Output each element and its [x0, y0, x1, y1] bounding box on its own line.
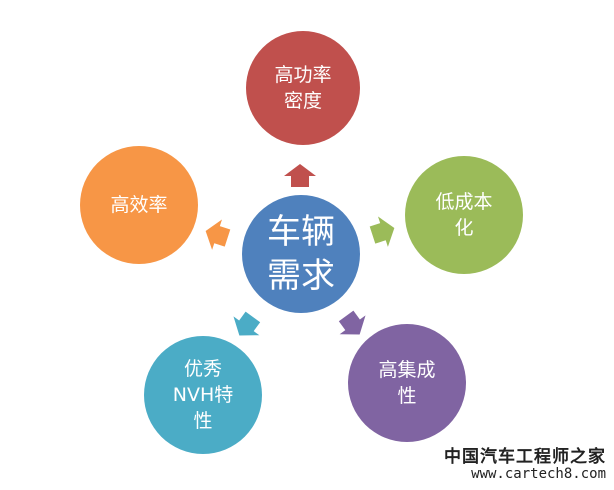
node-label: 高效率	[110, 194, 168, 216]
center-label: 车辆需求	[267, 212, 335, 296]
watermark-cn: 中国汽车工程师之家	[444, 447, 606, 467]
node-label: 高功率密度	[274, 64, 332, 112]
arrow-up-icon	[284, 164, 316, 187]
node-nvh: 优秀NVH特性	[144, 336, 262, 454]
node-label: 高集成性	[378, 359, 436, 407]
arrow-down-right-icon	[338, 310, 366, 335]
node-power-density: 高功率密度	[246, 31, 360, 145]
arrow-right-icon	[369, 216, 395, 247]
node-efficiency: 高效率	[80, 146, 198, 264]
arrow-down-left-icon	[233, 311, 261, 336]
node-label: 优秀NVH特性	[172, 358, 234, 432]
node-label: 低成本化	[435, 191, 493, 239]
center-node: 车辆需求	[242, 195, 360, 313]
arrow-left-icon	[205, 219, 231, 250]
watermark-url: www.cartech8.com	[471, 466, 606, 482]
node-low-cost: 低成本化	[405, 156, 523, 274]
node-integration: 高集成性	[348, 324, 466, 442]
